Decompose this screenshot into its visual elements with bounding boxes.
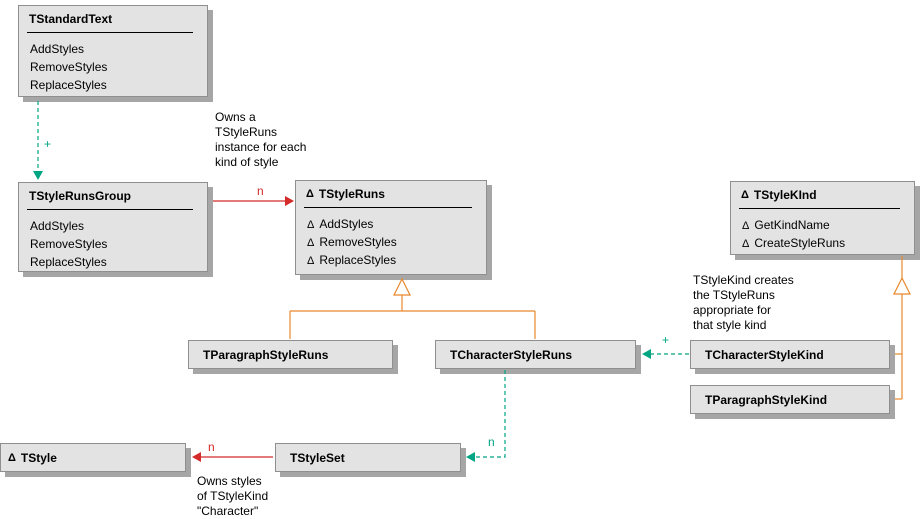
class-name: TParagraphStyleRuns xyxy=(203,347,329,362)
abstract-delta-icon: Δ xyxy=(742,220,750,232)
arrowhead-left-icon xyxy=(192,452,201,462)
class-name: TStyleRuns xyxy=(318,187,385,201)
annotation-owns-styles: Owns styles of TStyleKind "Character" xyxy=(197,474,269,518)
abstract-delta-icon: Δ xyxy=(307,237,315,249)
class-member: RemoveStyles xyxy=(30,60,108,74)
class-member: Δ RemoveStyles xyxy=(307,233,480,251)
member-name: GetKindName xyxy=(754,218,830,232)
class-member: Δ GetKindName xyxy=(742,216,908,234)
abstract-delta-icon: Δ xyxy=(307,219,315,231)
abstract-delta-icon: Δ xyxy=(8,451,16,464)
class-title: TStyleRunsGroup xyxy=(27,183,193,210)
abstract-delta-icon: Δ xyxy=(741,189,749,201)
inheritance-triangle-icon xyxy=(393,277,411,296)
abstract-delta-icon: Δ xyxy=(307,255,315,267)
abstract-delta-icon: Δ xyxy=(742,238,750,250)
member-name: CreateStyleRuns xyxy=(754,236,846,250)
class-member-list: AddStyles RemoveStyles ReplaceStyles xyxy=(19,33,207,94)
class-box-tcharacterstyleruns: TCharacterStyleRuns xyxy=(435,340,636,369)
class-box-tstylekind: Δ TStyleKInd Δ GetKindName Δ CreateStyleRu… xyxy=(730,181,915,255)
class-name: TParagraphStyleKind xyxy=(705,392,828,407)
class-member: AddStyles xyxy=(30,219,85,233)
class-name: TStyleSet xyxy=(290,450,345,465)
class-member: Δ CreateStyleRuns xyxy=(742,234,908,252)
class-member-list: Δ GetKindName Δ CreateStyleRuns xyxy=(731,209,914,252)
class-member: Δ AddStyles xyxy=(307,215,480,233)
class-name: TCharacterStyleRuns xyxy=(450,347,573,362)
arrowhead-left-icon xyxy=(642,349,651,359)
annotation-stylekind-creates: TStyleKind creates the TStyleRuns approp… xyxy=(693,273,794,332)
member-name: RemoveStyles xyxy=(319,235,397,249)
class-box-tstylerunsgroup: TStyleRunsGroup AddStyles RemoveStyles R… xyxy=(18,182,208,272)
class-title: Δ TStyleRuns xyxy=(304,181,472,208)
cardinality-label-plus: + xyxy=(44,137,52,151)
class-member: RemoveStyles xyxy=(30,237,108,251)
class-box-tparagraphstyleruns: TParagraphStyleRuns xyxy=(188,340,393,369)
class-name: TStyle xyxy=(20,450,57,465)
class-title: TStandardText xyxy=(27,6,193,33)
class-name: TStyleRunsGroup xyxy=(29,189,132,203)
class-box-tstyleset: TStyleSet xyxy=(275,443,461,472)
class-title: Δ TStyleKInd xyxy=(739,182,900,209)
class-member: ReplaceStyles xyxy=(30,78,107,92)
class-member: AddStyles xyxy=(30,42,85,56)
class-name: TCharacterStyleKind xyxy=(705,347,824,362)
arrowhead-right-icon xyxy=(285,196,294,206)
class-member: ReplaceStyles xyxy=(30,255,107,269)
class-member-list: AddStyles RemoveStyles ReplaceStyles xyxy=(19,210,207,271)
inheritance-triangle-icon xyxy=(893,276,911,295)
arrowhead-left-icon xyxy=(466,452,475,462)
cardinality-label-plus: + xyxy=(662,333,670,347)
class-name: TStandardText xyxy=(29,12,113,26)
class-box-tcharacterstylekind: TCharacterStyleKind xyxy=(690,340,890,369)
abstract-delta-icon: Δ xyxy=(306,188,314,200)
cardinality-label-n: n xyxy=(257,184,264,198)
member-name: ReplaceStyles xyxy=(319,253,397,267)
class-member: Δ ReplaceStyles xyxy=(307,251,480,269)
member-name: AddStyles xyxy=(319,217,374,231)
class-box-tparagraphstylekind: TParagraphStyleKind xyxy=(690,385,890,414)
arrowhead-down-icon xyxy=(33,171,43,180)
cardinality-label-n: n xyxy=(208,440,215,454)
class-name: TStyleKInd xyxy=(753,188,817,202)
class-member-list: Δ AddStyles Δ RemoveStyles Δ ReplaceStyles xyxy=(296,208,486,269)
class-box-tstandardtext: TStandardText AddStyles RemoveStyles Rep… xyxy=(18,5,208,97)
class-box-tstyle: Δ TStyle xyxy=(0,443,186,472)
cardinality-label-n: n xyxy=(488,435,495,449)
annotation-owns-styleruns: Owns a TStyleRuns instance for each kind… xyxy=(215,110,307,169)
